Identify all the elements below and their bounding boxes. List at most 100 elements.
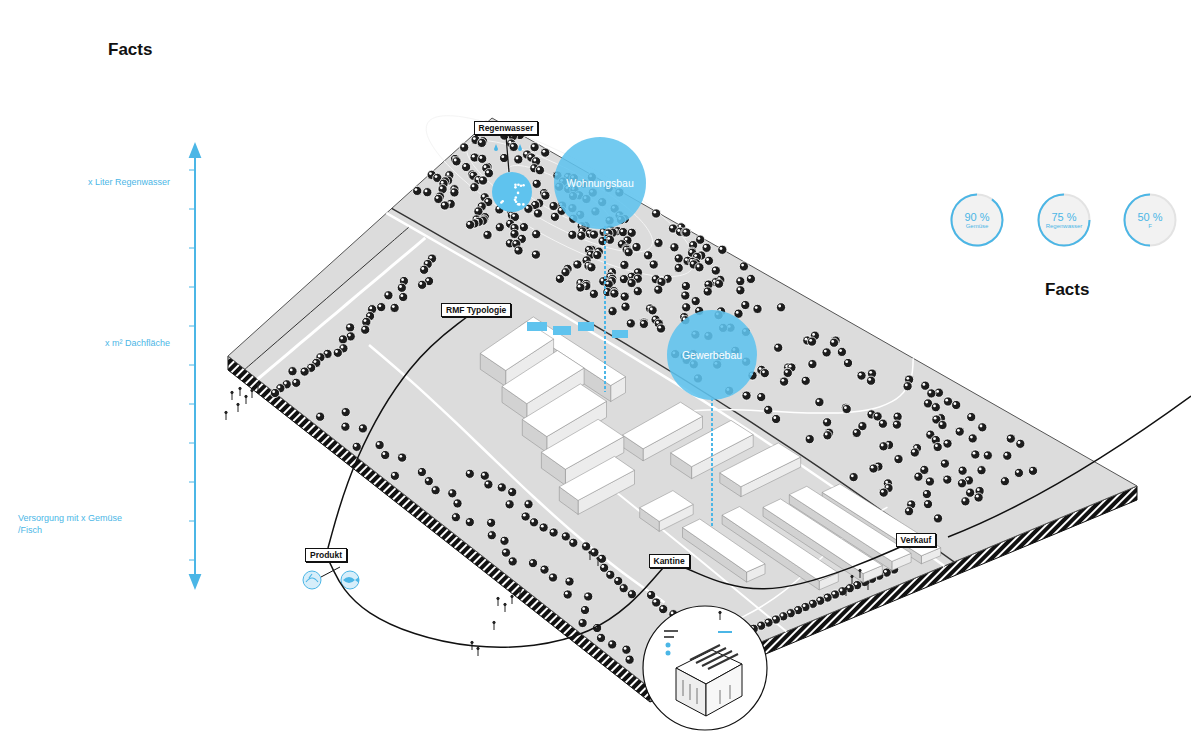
tree-symbol (375, 440, 384, 449)
tree-highlight (535, 211, 538, 214)
tree-crown (968, 434, 977, 443)
tree-symbol (691, 297, 700, 306)
tree-symbol (270, 388, 279, 397)
tree-crown (681, 281, 690, 290)
tree-crown (610, 289, 619, 298)
tree-crown (398, 453, 407, 462)
tree-crown (879, 488, 888, 497)
tree-symbol (644, 251, 653, 260)
person-figure (719, 611, 721, 620)
tree-highlight (985, 453, 988, 456)
tree-crown (465, 518, 474, 527)
person-figure (851, 575, 853, 584)
tree-highlight (335, 350, 338, 353)
tree-crown (495, 223, 504, 232)
tree-highlight (963, 499, 966, 502)
tree-crown (933, 442, 942, 451)
tree-crown (843, 358, 852, 367)
building-block (683, 519, 766, 582)
tree-crown (508, 557, 517, 566)
tree-highlight (748, 276, 751, 279)
tree-crown (674, 254, 683, 263)
tree-highlight (743, 302, 746, 305)
tree-crown (938, 420, 947, 429)
tree-symbol (505, 500, 514, 509)
tree-crown (774, 343, 783, 352)
tree-highlight (672, 245, 675, 248)
building-roof (683, 519, 766, 572)
tree-highlight (364, 319, 367, 322)
tree-symbol (1003, 451, 1012, 460)
tree-highlight (966, 478, 969, 481)
tree-highlight (758, 623, 761, 626)
tree-crown (943, 475, 952, 484)
tree-symbol (632, 242, 641, 251)
tree-highlight (503, 550, 506, 553)
tree-crown (620, 292, 629, 301)
tree-highlight (781, 614, 784, 617)
water-dot (522, 184, 525, 187)
tree-crown (608, 640, 617, 649)
tree-symbol (714, 279, 723, 288)
building-roof (640, 491, 694, 522)
node-label: Wohnungsbau (566, 177, 634, 189)
tree-highlight (880, 421, 883, 424)
tree-highlight (979, 468, 982, 471)
tree-crown (760, 369, 769, 378)
tree-highlight (744, 393, 747, 396)
tree-symbol (381, 450, 390, 459)
tree-highlight (584, 258, 587, 261)
tree-symbol (589, 230, 598, 239)
tree-highlight (377, 442, 380, 445)
building-block (640, 491, 694, 532)
tree-crown (654, 285, 663, 294)
tree-symbol (390, 303, 399, 312)
tree-highlight (881, 444, 884, 447)
tree-crown (652, 598, 661, 607)
person-figure (493, 621, 495, 630)
tree-highlight (541, 525, 544, 528)
tree-symbol (805, 435, 814, 444)
tree-highlight (629, 280, 632, 283)
tree-crown (390, 471, 399, 480)
tree-crown (573, 260, 582, 269)
tree-crown (487, 518, 496, 527)
tree-crown (338, 335, 347, 344)
tree-symbol (957, 479, 966, 488)
tree-crown (783, 368, 792, 377)
tree-crown (384, 291, 393, 300)
tree-crown (460, 143, 469, 152)
tree-crown (390, 303, 399, 312)
percentage-value: 50 % (1137, 211, 1162, 223)
person-figure (504, 603, 506, 612)
tree-crown (569, 538, 578, 547)
tree-crown (627, 278, 636, 287)
tree-highlight (537, 168, 540, 171)
tree-highlight (884, 570, 887, 573)
person-figure (237, 403, 239, 412)
tree-symbol (593, 623, 602, 632)
tree-symbol (652, 209, 661, 218)
tree-symbol (879, 488, 888, 497)
tree-highlight (781, 379, 784, 382)
tree-crown (535, 166, 544, 175)
tree-highlight (622, 262, 625, 265)
tree-crown (470, 183, 479, 192)
tree-crown (910, 448, 919, 457)
tree-symbol (922, 489, 931, 498)
tree-crown (866, 376, 875, 385)
tree-highlight (650, 308, 653, 311)
bubble-fill (667, 310, 757, 400)
tree-highlight (399, 455, 402, 458)
tree-highlight (694, 254, 697, 257)
node-label: RMF Typologie (446, 305, 506, 315)
tree-highlight (529, 155, 532, 158)
tree-highlight (626, 250, 629, 253)
tree-crown (589, 289, 598, 298)
tree-crown (753, 304, 762, 313)
leader-line (321, 567, 340, 577)
tree-crown (639, 319, 648, 328)
person-figure (497, 597, 499, 606)
tree-symbol (711, 266, 720, 275)
tree-symbol (910, 448, 919, 457)
